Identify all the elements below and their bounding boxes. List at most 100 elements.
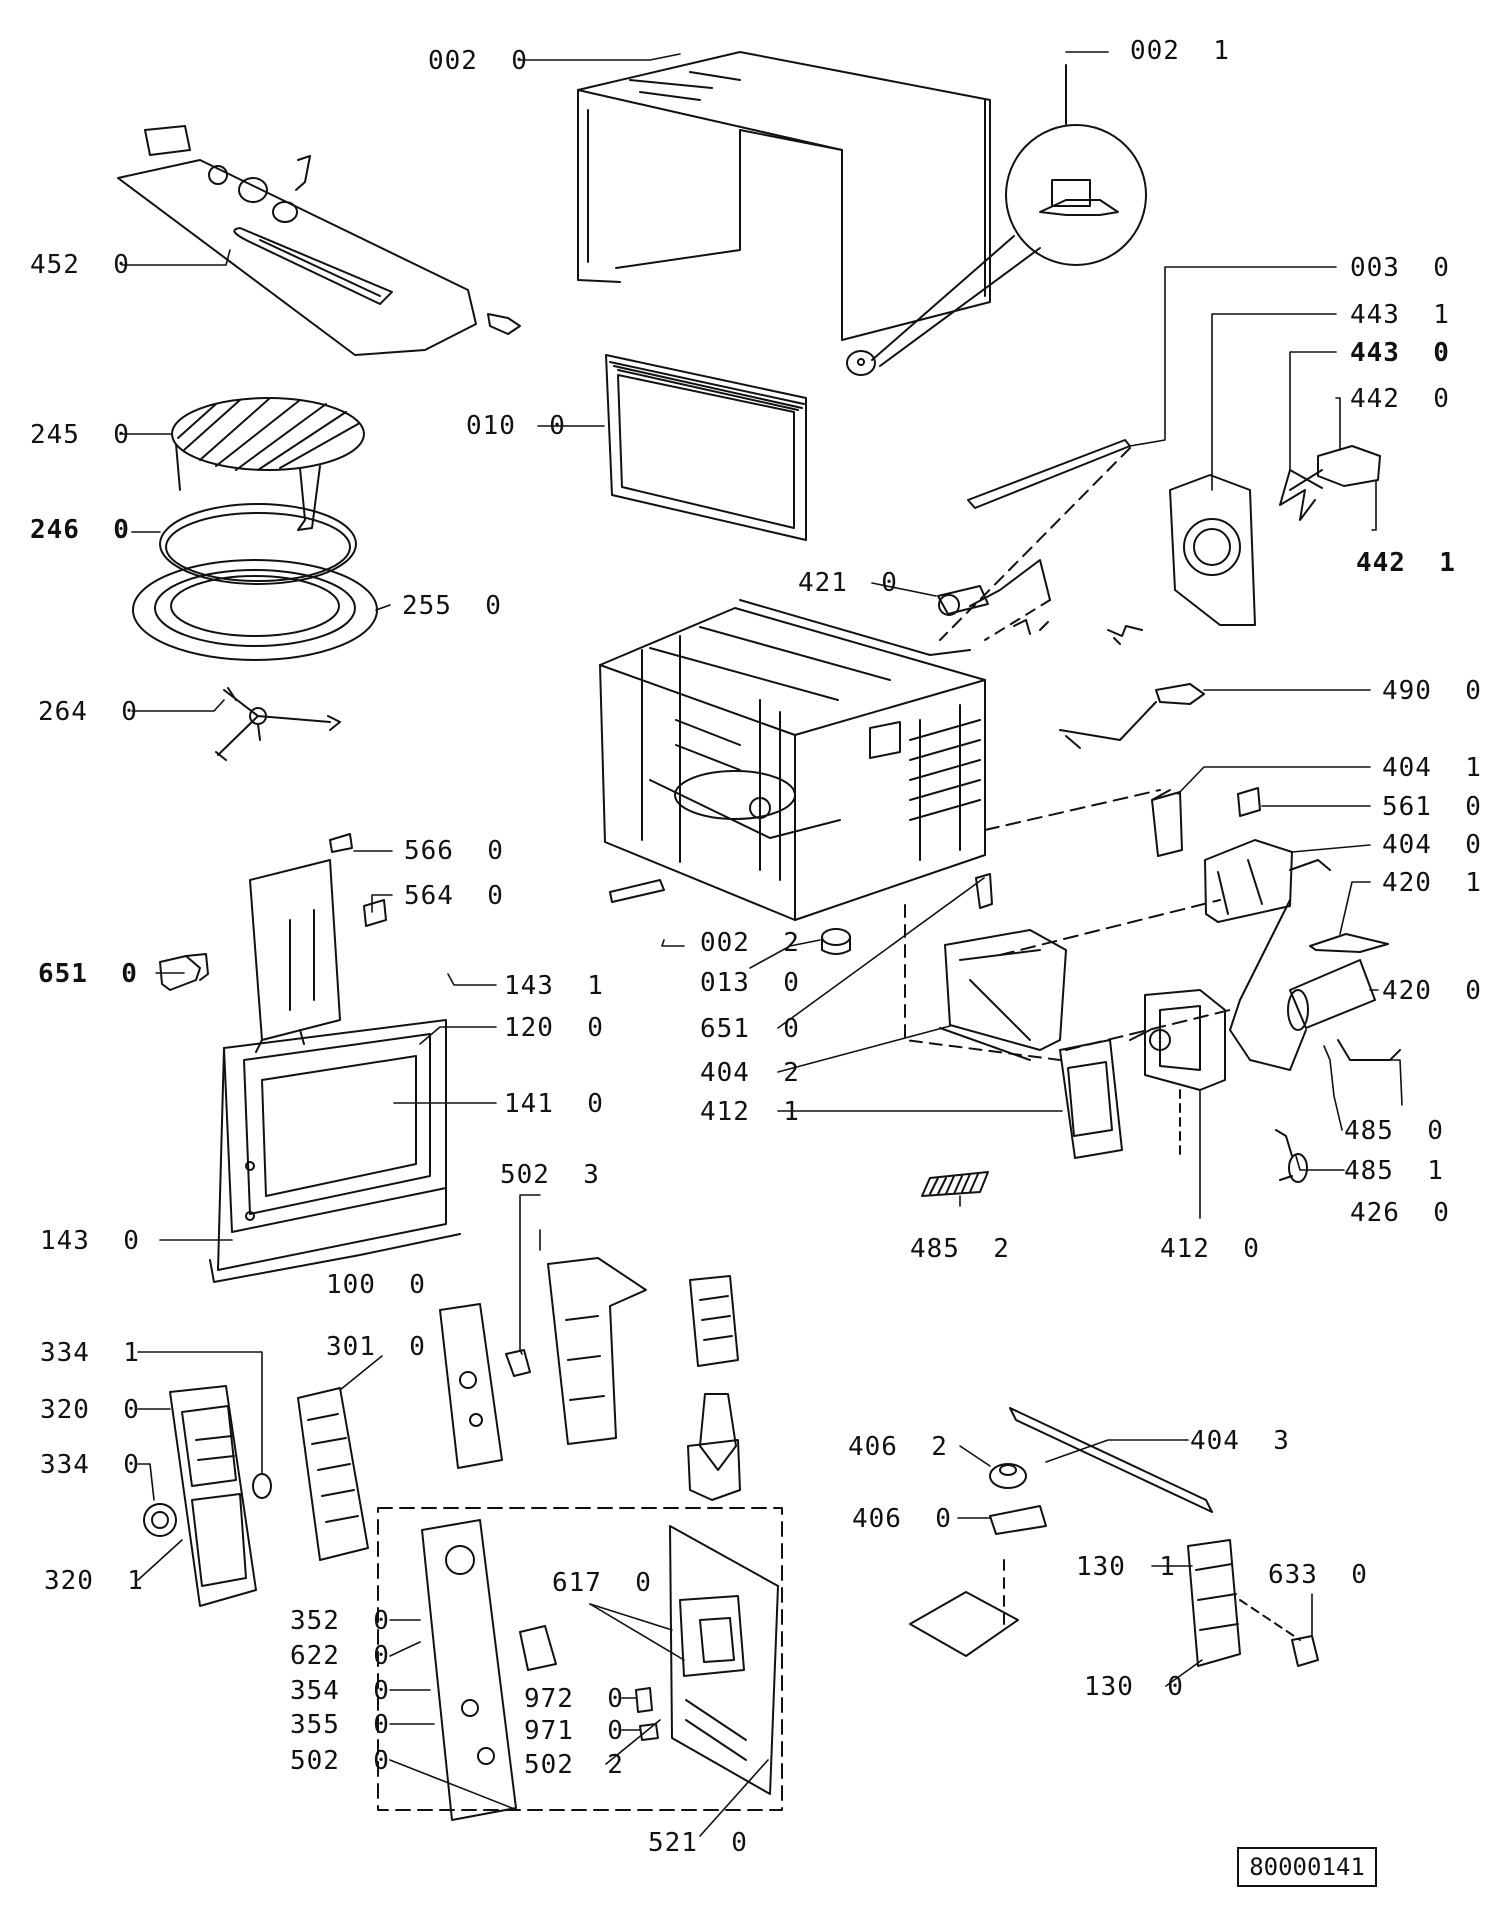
display-board-part: [440, 1304, 530, 1468]
turntable-coupler-part: [216, 688, 340, 760]
part-label: 130 0: [1084, 1672, 1184, 1702]
bottom-cover-part: [910, 1592, 1018, 1656]
part-label: 100 0: [326, 1270, 426, 1300]
part-label: 617 0: [552, 1568, 652, 1598]
assembly-guide-line: [1066, 1010, 1230, 1050]
part-label: 264 0: [38, 697, 138, 727]
part-label: 010 0: [466, 411, 566, 441]
outer-cabinet-part: [578, 52, 990, 375]
part-label: 502 2: [524, 1750, 624, 1780]
part-label: 002 0: [428, 46, 528, 76]
part-label: 485 0: [1344, 1116, 1444, 1146]
part-label: 002 1: [1130, 36, 1230, 66]
part-label: 443 0: [1350, 338, 1450, 368]
part-label: 421 0: [798, 568, 898, 598]
part-label: 651 0: [38, 959, 138, 989]
part-label: 406 0: [852, 1504, 952, 1534]
part-label: 406 2: [848, 1432, 948, 1462]
arrow-indicator: [688, 1440, 740, 1500]
vent-grille-part: [922, 1172, 988, 1196]
switch-holder-part: [1205, 840, 1330, 922]
capacitor-part: [1230, 900, 1400, 1070]
grill-heater-part: [118, 126, 520, 355]
keypad-part: [298, 1388, 368, 1560]
part-label: 003 0: [1350, 253, 1450, 283]
part-label: 255 0: [402, 591, 502, 621]
fuse-part: [1276, 1130, 1307, 1182]
stirrer-bushing-part: [822, 929, 850, 954]
part-label: 443 1: [1350, 300, 1450, 330]
part-label: 130 1: [1076, 1552, 1176, 1582]
part-label: 412 1: [700, 1097, 800, 1127]
turntable-support-bar-part: [1010, 1408, 1212, 1512]
document-number-box: 80000141: [1237, 1847, 1377, 1887]
transformer-bracket-part: [1060, 1040, 1122, 1158]
part-label: 143 1: [504, 971, 604, 1001]
part-label: 002 2: [700, 928, 800, 958]
part-label: 485 1: [1344, 1156, 1444, 1186]
part-label: 246 0: [30, 515, 130, 545]
part-label: 502 3: [500, 1160, 600, 1190]
part-label: 452 0: [30, 250, 130, 280]
power-board-part: [670, 1526, 778, 1794]
part-label: 352 0: [290, 1606, 390, 1636]
part-label: 320 1: [44, 1566, 144, 1596]
magnetron-mount-part: [940, 930, 1066, 1060]
part-label: 442 0: [1350, 384, 1450, 414]
door-frame-part: [606, 355, 806, 540]
part-label: 485 2: [910, 1234, 1010, 1264]
control-board-part: [422, 1520, 556, 1820]
assembly-guide-line: [985, 790, 1160, 830]
part-label: 355 0: [290, 1710, 390, 1740]
part-label: 404 3: [1190, 1426, 1290, 1456]
roller-ring-part: [133, 560, 377, 660]
part-label: 404 0: [1382, 830, 1482, 860]
part-label: 301 0: [326, 1332, 426, 1362]
part-label: 651 0: [700, 1014, 800, 1044]
part-label: 354 0: [290, 1676, 390, 1706]
fuse-holder-part: [636, 1688, 658, 1740]
leader-lines: [120, 52, 1402, 1836]
part-label: 426 0: [1350, 1198, 1450, 1228]
part-label: 502 0: [290, 1746, 390, 1776]
part-label: 141 0: [504, 1089, 604, 1119]
thermostat-part: [976, 874, 992, 908]
part-label: 143 0: [40, 1226, 140, 1256]
fan-assembly-part: [1170, 446, 1380, 625]
main-board-group-box: [378, 1508, 782, 1810]
part-label: 334 1: [40, 1338, 140, 1368]
transformer-part: [1130, 990, 1225, 1090]
part-label: 490 0: [1382, 676, 1482, 706]
part-label: 412 0: [1160, 1234, 1260, 1264]
part-label: 564 0: [404, 881, 504, 911]
cavity-bracket-part: [610, 880, 664, 902]
small-screw-parts: [1014, 620, 1142, 644]
control-panel-part: [144, 1386, 271, 1606]
power-cord-part: [1060, 684, 1204, 748]
part-label: 971 0: [524, 1716, 624, 1746]
part-label: 566 0: [404, 836, 504, 866]
part-label: 420 1: [1382, 868, 1482, 898]
interlock-switch-bracket-part: [548, 1258, 646, 1444]
part-label: 561 0: [1382, 792, 1482, 822]
relay-board-part: [690, 1276, 738, 1366]
turntable-plate-part: [160, 504, 356, 584]
arrow-indicator: [700, 1394, 736, 1470]
part-label: 972 0: [524, 1684, 624, 1714]
part-label: 442 1: [1356, 548, 1456, 578]
interlock-actuator-part: [160, 954, 208, 990]
door-switch-holder-part: [1188, 1540, 1318, 1666]
hinge-detail-circle: [872, 65, 1146, 366]
assembly-guide-line: [905, 905, 1060, 1060]
door-latch-part: [250, 834, 386, 1052]
switch-part: [1238, 788, 1260, 816]
part-label: 404 2: [700, 1058, 800, 1088]
cavity-chassis-part: [600, 600, 985, 920]
bracket-part: [1152, 790, 1182, 856]
part-label: 245 0: [30, 420, 130, 450]
assembly-guide-line: [1000, 900, 1220, 955]
turntable-motor-part: [990, 1464, 1046, 1630]
part-label: 320 0: [40, 1395, 140, 1425]
